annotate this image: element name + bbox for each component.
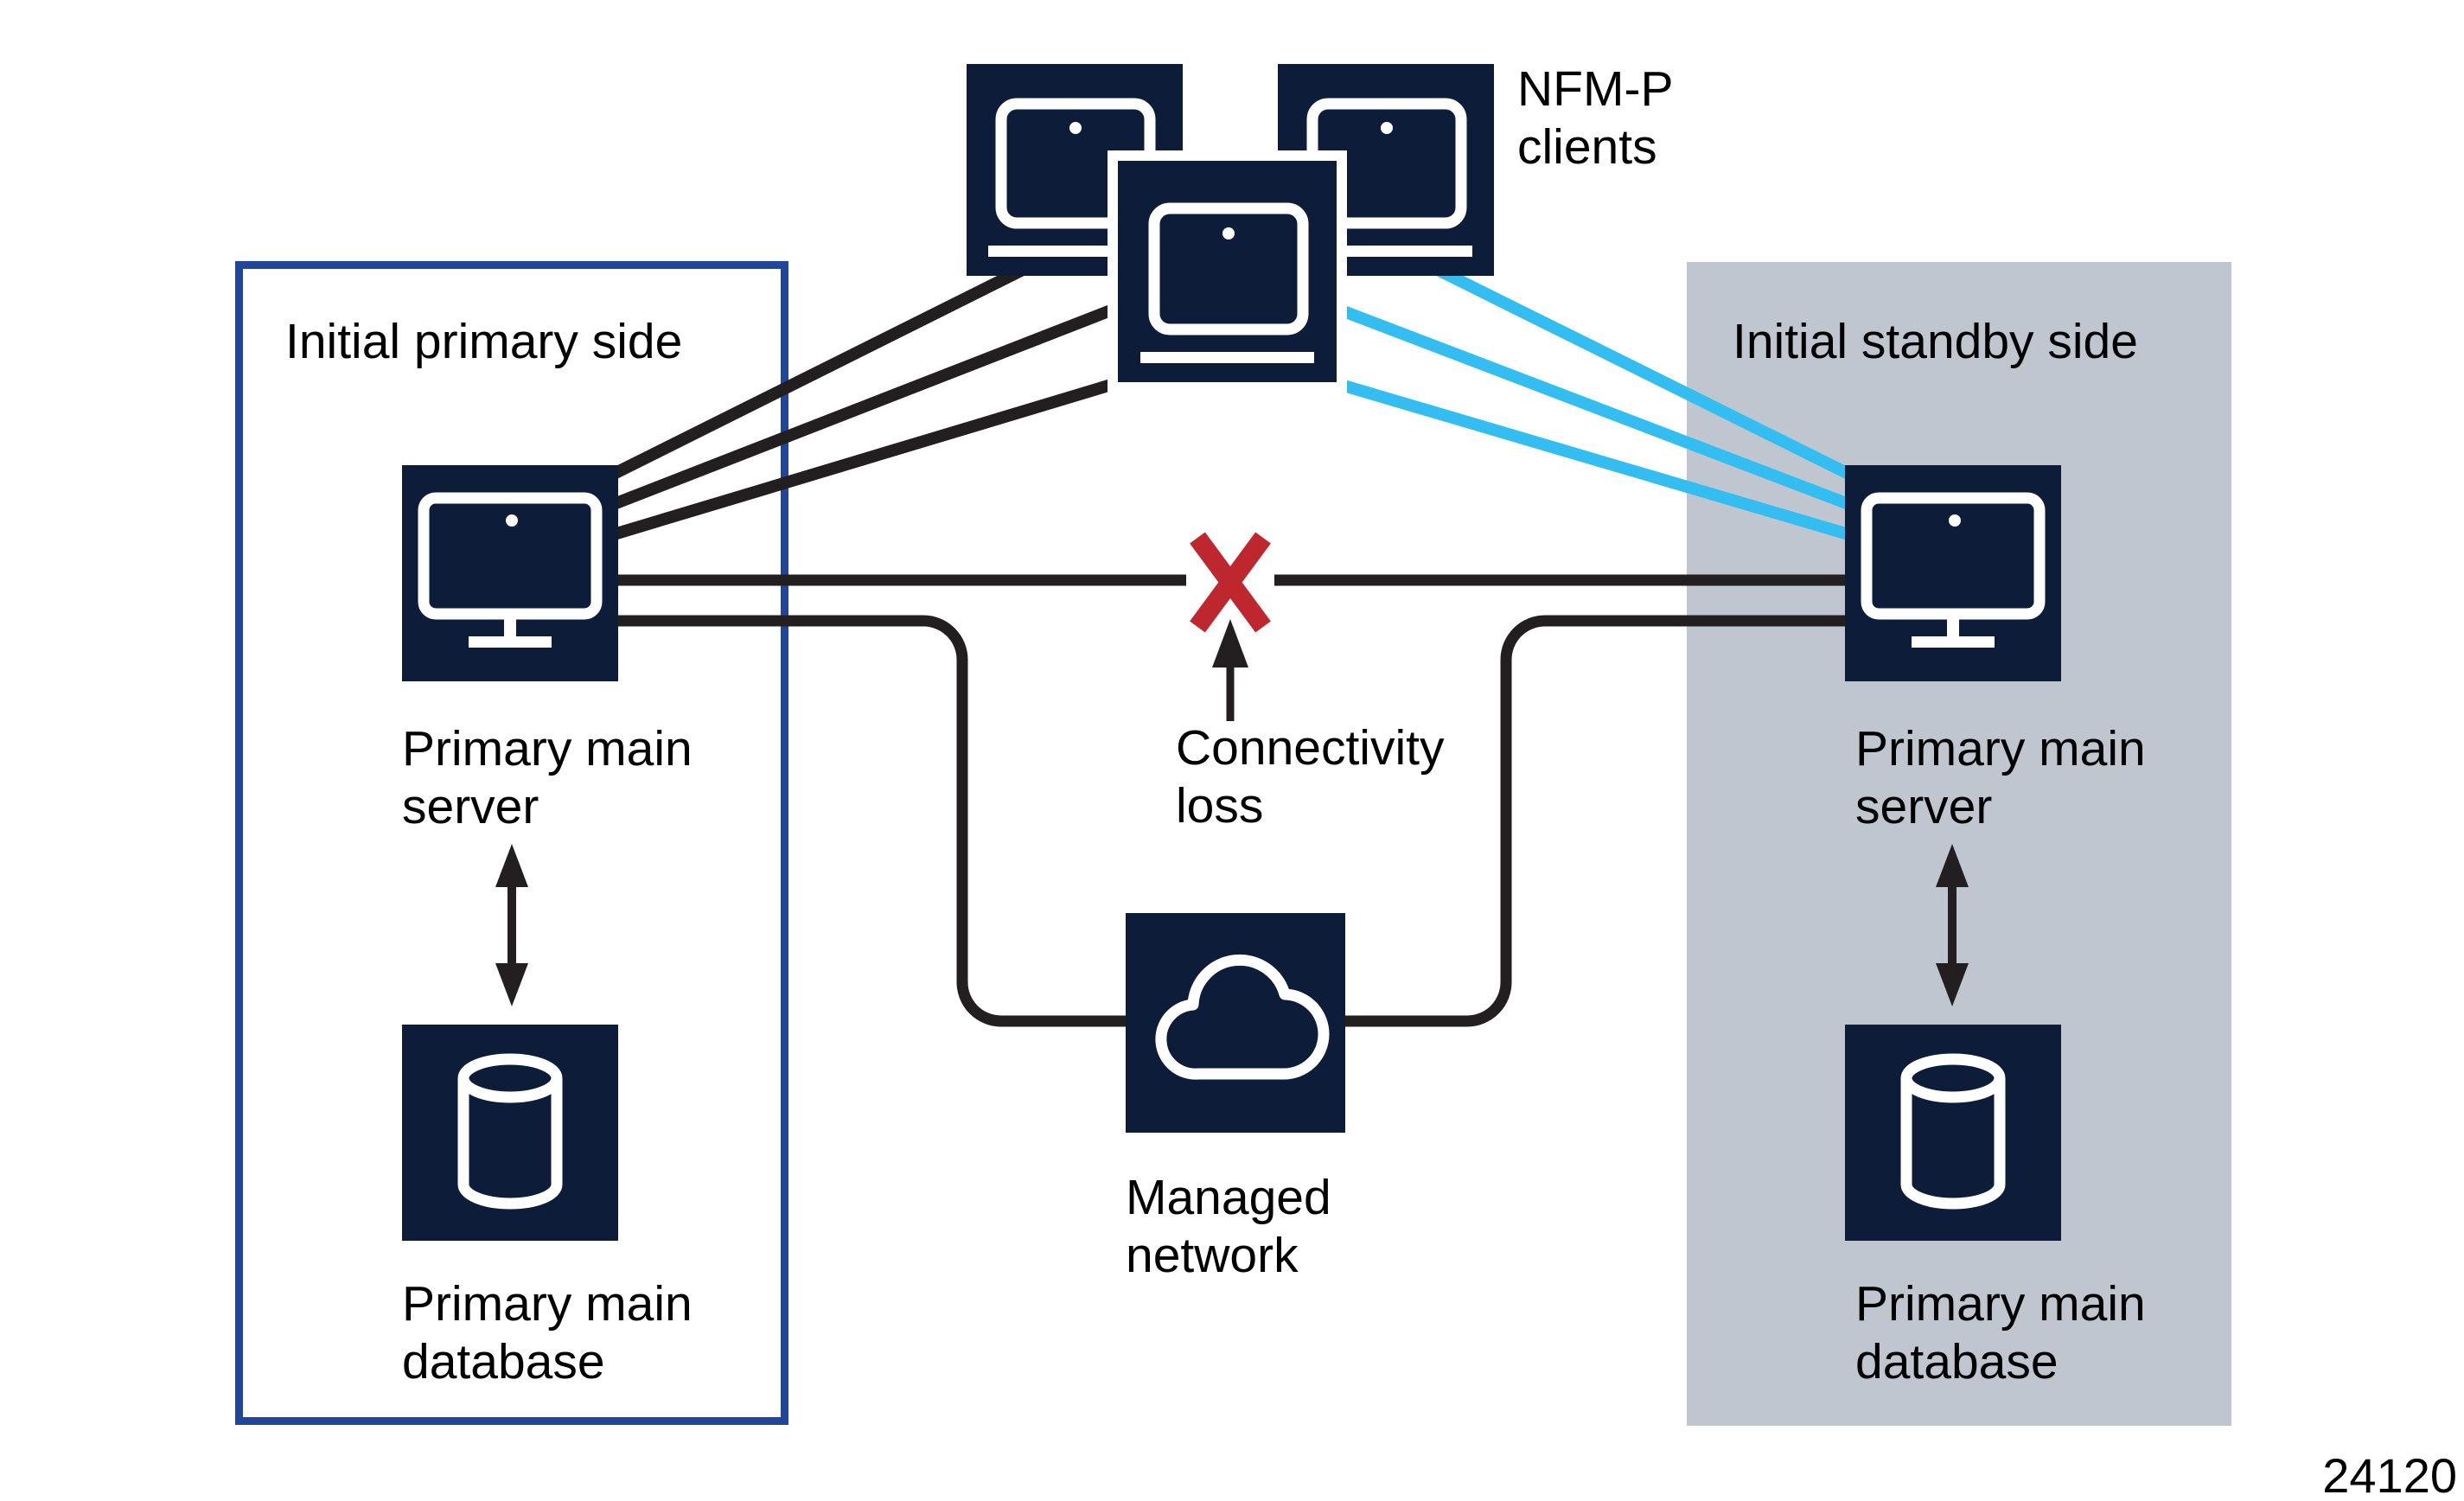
sync-arrow-icon [1936, 844, 1969, 1006]
client-link-black-2 [611, 301, 1122, 510]
managed-network-tile [1126, 913, 1345, 1133]
standby-main-server-label: Primary main server [1855, 721, 2146, 834]
standby-main-database-tile [1845, 1025, 2061, 1241]
cloud-icon [1155, 954, 1330, 1080]
standby-main-server-tile [1845, 465, 2061, 681]
connectivity-loss-label: Connectivity loss [1176, 720, 1445, 834]
client-link-blue-1 [1434, 264, 1852, 480]
standby-main-database-label: Primary main database [1855, 1276, 2146, 1389]
client-link-blue-3 [1325, 374, 1850, 540]
standby-side-title: Initial standby side [1733, 314, 2138, 369]
primary-main-server-label: Primary main server [402, 721, 693, 834]
database-icon [1900, 1053, 2006, 1210]
primary-side-title: Initial primary side [285, 314, 683, 369]
client-link-black-3 [611, 374, 1128, 540]
client-link-black-1 [610, 264, 1026, 480]
database-icon [457, 1053, 563, 1210]
primary-main-server-tile [402, 465, 618, 681]
sync-arrow-icon [495, 844, 528, 1006]
monitor-icon [418, 492, 603, 648]
primary-main-database-tile [402, 1025, 618, 1241]
nfmp-clients-label: NFM-P clients [1517, 61, 1674, 175]
client-link-blue-2 [1330, 301, 1851, 510]
standby-to-network-link [1338, 615, 1859, 1027]
primary-to-network-link [605, 615, 1133, 1027]
monitor-icon [1861, 492, 2046, 648]
nfmp-client-tile-front [1118, 161, 1337, 382]
x-icon [1190, 532, 1271, 633]
initial-primary-side-box [235, 261, 788, 1425]
primary-main-database-label: Primary main database [402, 1276, 693, 1389]
up-arrow-icon [1212, 619, 1248, 721]
figure-number: 24120 [2322, 1448, 2457, 1501]
managed-network-label: Managed network [1126, 1170, 1331, 1283]
laptop-icon [1140, 202, 1314, 363]
